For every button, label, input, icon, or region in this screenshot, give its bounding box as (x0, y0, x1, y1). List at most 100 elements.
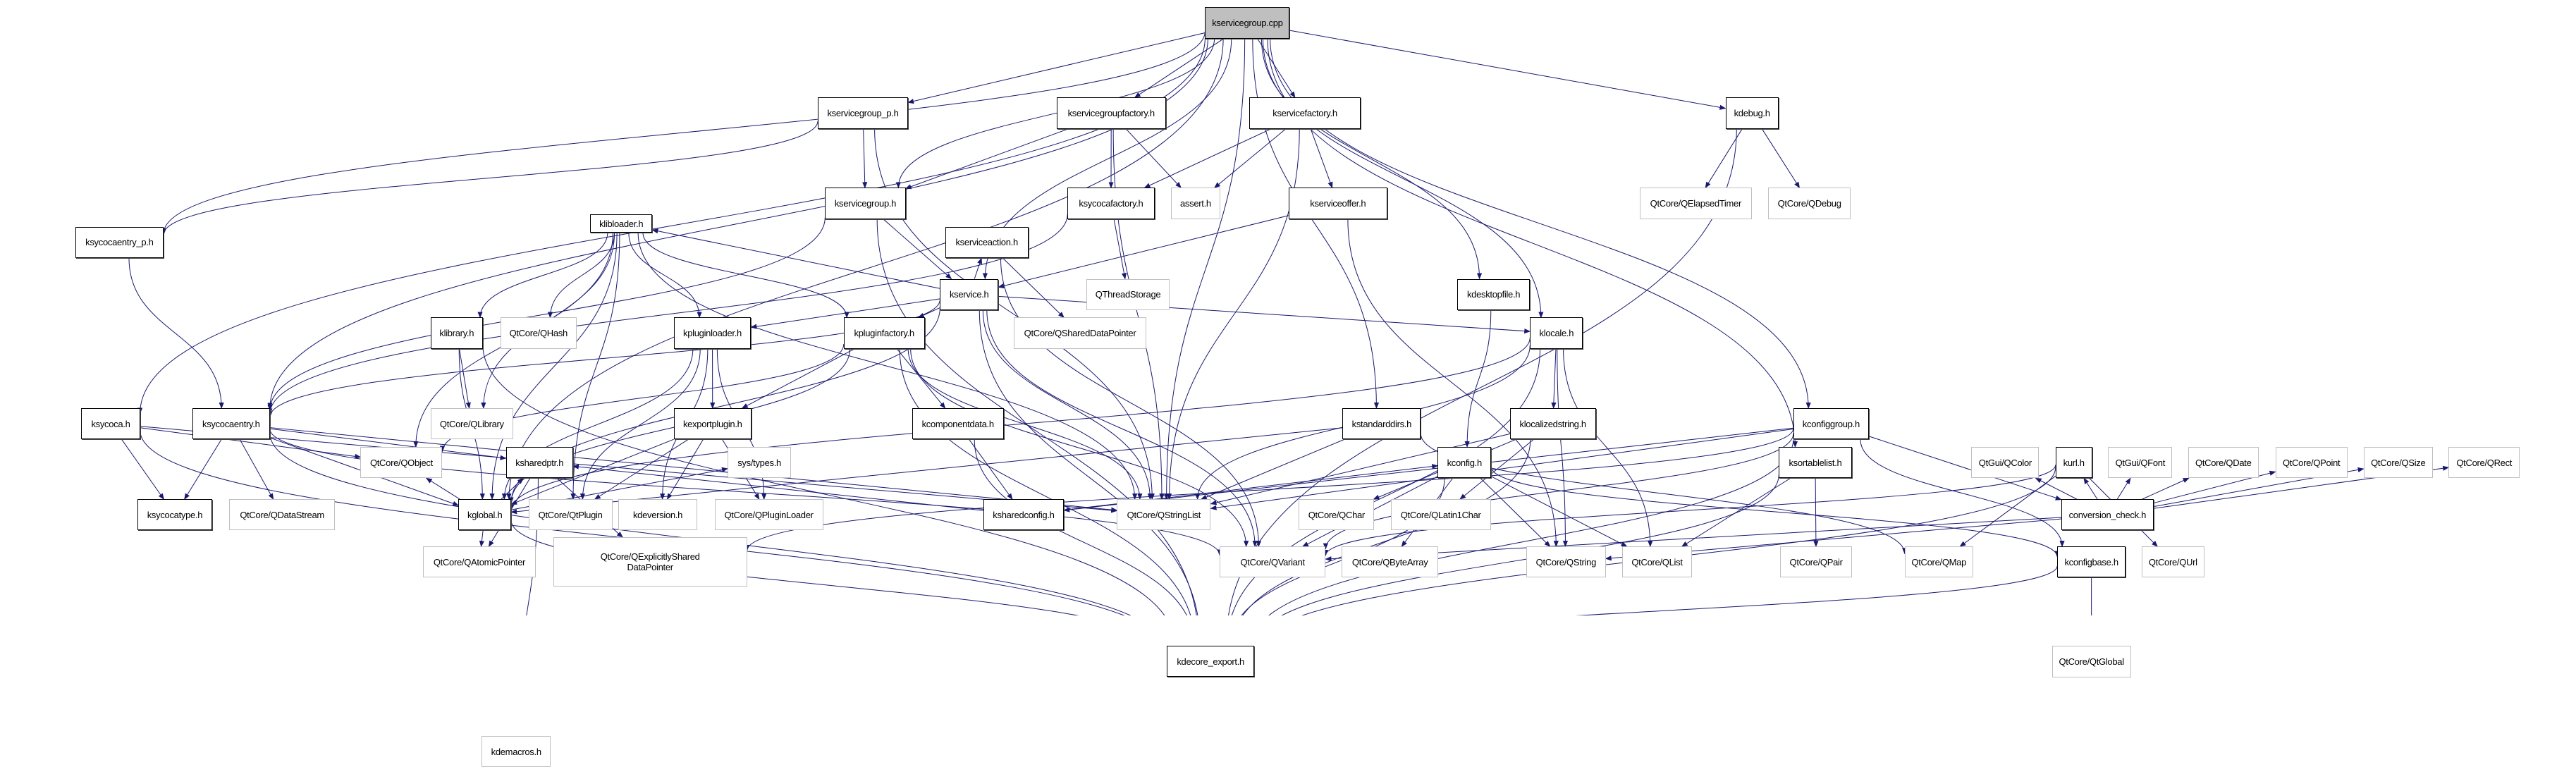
node-qvariant: QtCore/QVariant (1220, 546, 1325, 577)
node-kserviceoffer[interactable]: kserviceoffer.h (1289, 188, 1387, 219)
edge-ksycoca-to-ksycocatype (122, 439, 164, 499)
node-kserviceaction[interactable]: kserviceaction.h (945, 227, 1029, 258)
edge-ksortablelist-to-kdecore-export (1254, 474, 1779, 615)
node-qurl: QtCore/QUrl (2142, 546, 2205, 577)
node-qhash: QtCore/QHash (501, 317, 577, 348)
edge-kdesktopfile-to-kconfig (1467, 310, 1491, 447)
node-klocale[interactable]: klocale.h (1530, 317, 1583, 348)
edge-root-to-qstringlist (1167, 39, 1245, 500)
node-qpair: QtCore/QPair (1780, 546, 1852, 577)
node-kconfiggroup[interactable]: kconfiggroup.h (1793, 408, 1869, 439)
node-root[interactable]: kservicegroup.cpp (1205, 7, 1289, 38)
node-ksycocatype[interactable]: ksycocatype.h (137, 499, 213, 530)
edge-kservicegroupfactory-to-assert (1126, 129, 1181, 188)
node-qstring: QtCore/QString (1526, 546, 1606, 577)
edge-conversion-check-to-qtgui-qfont (2117, 478, 2130, 499)
node-ksharedconfig[interactable]: ksharedconfig.h (983, 499, 1064, 530)
edge-kservice-to-ksycocaentry (270, 300, 940, 417)
node-qdatastream: QtCore/QDataStream (229, 499, 334, 530)
node-ksycocafactory[interactable]: ksycocafactory.h (1067, 188, 1154, 219)
node-kdeversion: kdeversion.h (618, 499, 697, 530)
node-kexportplugin[interactable]: kexportplugin.h (674, 408, 752, 439)
node-qlist: QtCore/QList (1622, 546, 1692, 577)
node-qobject: QtCore/QObject (360, 447, 442, 478)
node-kservicegroupfactory[interactable]: kservicegroupfactory.h (1057, 97, 1166, 128)
edge-kdebug-to-qdebug (1762, 129, 1799, 188)
node-qshareddatapointer: QtCore/QSharedDataPointer (1014, 317, 1146, 348)
edge-kconfiggroup-to-qstringlist (1210, 429, 1793, 508)
edge-kconfig-to-qlist (1491, 477, 1627, 547)
node-kconfigbase[interactable]: kconfigbase.h (2057, 546, 2126, 577)
node-qmap: QtCore/QMap (1905, 546, 1973, 577)
node-qexplicitlyshared: QtCore/QExplicitlyShared DataPointer (553, 537, 747, 587)
edge-root-to-kdebug (1289, 30, 1725, 109)
node-kdesktopfile[interactable]: kdesktopfile.h (1457, 279, 1530, 310)
edge-kdebug-to-qelapsedtimer (1705, 129, 1742, 188)
edge-kglobal-to-qatomicpointer (482, 530, 484, 546)
node-qtgui-qfont: QtGui/QFont (2108, 447, 2172, 478)
node-qtglobal: QtCore/QtGlobal (2052, 646, 2131, 677)
node-qlibrary: QtCore/QLibrary (431, 408, 513, 439)
node-kservicegroup[interactable]: kservicegroup.h (825, 188, 905, 219)
edge-root-to-ksycocaentry-p (164, 31, 1205, 234)
node-kconfig[interactable]: kconfig.h (1437, 447, 1491, 478)
node-qchar: QtCore/QChar (1299, 499, 1374, 530)
edge-root-to-ksycocaentry (270, 39, 1208, 409)
edge-kservicegroup-p-to-qstringlist (875, 129, 1153, 500)
edge-kconfig-to-qstring (1480, 478, 1550, 546)
node-kpluginfactory[interactable]: kpluginfactory.h (844, 317, 925, 348)
node-ksycocaentry-p[interactable]: ksycocaentry_p.h (75, 227, 164, 258)
edge-kservicegroup-p-to-ksycocaentry-p (164, 121, 818, 235)
edge-root-to-klocale (1263, 39, 1540, 318)
node-qdate: QtCore/QDate (2188, 447, 2259, 478)
edge-kcomponentdata-to-ksharedconfig (969, 439, 1012, 499)
node-conversion-check[interactable]: conversion_check.h (2061, 499, 2154, 530)
node-klibloader[interactable]: klibloader.h (590, 214, 652, 233)
edge-kserviceoffer-to-kservice (998, 216, 1289, 288)
edge-kservicegroup-p-to-kservicegroup (864, 129, 865, 188)
node-ksycoca[interactable]: ksycoca.h (81, 408, 140, 439)
node-qelapsedtimer: QtCore/QElapsedTimer (1640, 188, 1752, 219)
edge-kservicefactory-to-ksycocafactory (1144, 129, 1271, 188)
node-kurl[interactable]: kurl.h (2056, 447, 2092, 478)
node-qbytearray: QtCore/QByteArray (1342, 546, 1438, 577)
node-kservicefactory[interactable]: kservicefactory.h (1249, 97, 1361, 128)
node-qtplugin: QtCore/QtPlugin (529, 499, 613, 530)
edge-ksycocaentry-p-to-ksycocaentry (129, 258, 221, 408)
edge-kpluginfactory-to-kexportplugin (742, 349, 855, 408)
edge-kglobal-to-qobject (427, 478, 460, 499)
node-kglobal[interactable]: kglobal.h (458, 499, 511, 530)
edge-conversion-check-to-kurl (2084, 478, 2097, 499)
edge-ksortablelist-to-qpair (1815, 478, 1816, 546)
node-kpluginloader[interactable]: kpluginloader.h (674, 317, 752, 348)
edge-kstandarddirs-to-qstringlist (1201, 439, 1344, 499)
node-kcomponentdata[interactable]: kcomponentdata.h (912, 408, 1004, 439)
node-kstandarddirs[interactable]: kstandarddirs.h (1342, 408, 1421, 439)
edge-layer (0, 0, 2576, 615)
node-klocalizedstring[interactable]: klocalizedstring.h (1510, 408, 1596, 439)
edge-ksycocaentry-to-qdatastream (240, 439, 274, 499)
node-qatomicpointer: QtCore/QAtomicPointer (423, 546, 536, 577)
edge-kconfiggroup-to-ksharedconfig (1064, 428, 1793, 510)
node-kservice[interactable]: kservice.h (940, 279, 998, 310)
edge-klocale-to-qstring (1557, 349, 1566, 547)
edge-kservicegroup-to-ksycocaentry (270, 217, 825, 410)
edge-kservicefactory-to-assert (1215, 129, 1287, 188)
node-kservicegroup-p[interactable]: kservicegroup_p.h (818, 97, 908, 128)
node-qsize: QtCore/QSize (2364, 447, 2433, 478)
node-klibrary[interactable]: klibrary.h (431, 317, 483, 348)
node-qdebug: QtCore/QDebug (1768, 188, 1851, 219)
node-qpluginloader: QtCore/QPluginLoader (715, 499, 823, 530)
edge-conversion-check-to-qtgui-qcolor (2036, 478, 2078, 499)
node-assert: assert.h (1171, 188, 1220, 219)
edge-root-to-ksycoca (140, 38, 1206, 414)
node-qlatin1char: QtCore/QLatin1Char (1391, 499, 1491, 530)
edge-kservice-to-kserviceaction (974, 258, 981, 278)
node-kdebug[interactable]: kdebug.h (1726, 97, 1779, 128)
edge-kpluginfactory-to-kdecore-export (900, 349, 1195, 615)
node-kdecore-export[interactable]: kdecore_export.h (1167, 646, 1253, 677)
node-ksortablelist[interactable]: ksortablelist.h (1779, 447, 1851, 478)
node-ksycocaentry[interactable]: ksycocaentry.h (192, 408, 270, 439)
node-ksharedptr[interactable]: ksharedptr.h (506, 447, 573, 478)
